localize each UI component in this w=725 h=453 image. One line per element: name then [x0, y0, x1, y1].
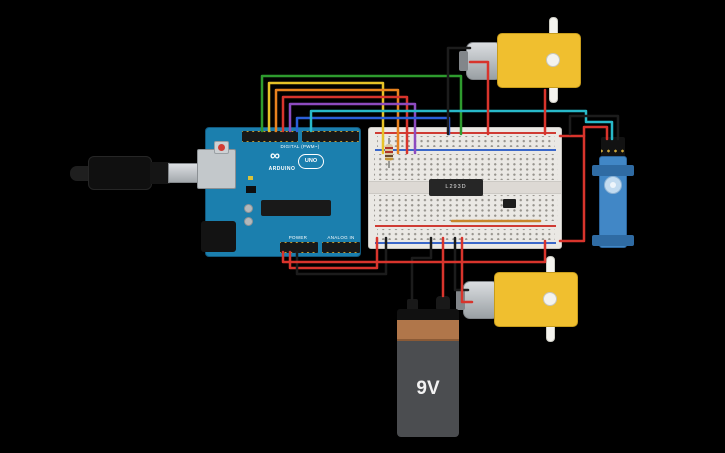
arduino-infinity-logo: ∞: [270, 147, 280, 163]
digital-header-low[interactable]: [302, 131, 359, 142]
positive-rail-line-top: [375, 132, 556, 134]
dc-motor-top-cap: [459, 51, 468, 71]
servo-flange-top: [592, 165, 634, 176]
transistor[interactable]: [503, 199, 516, 208]
wire-digital-to-breadboard-blue[interactable]: [295, 116, 451, 136]
resistor[interactable]: [384, 138, 394, 168]
dc-motor-bottom-cap: [456, 290, 465, 310]
wire-motor1-lead-red[interactable]: [468, 60, 490, 136]
resistor-band: [385, 155, 393, 157]
dc-motor-top-hub: [546, 53, 560, 67]
terminal-block-top[interactable]: [374, 154, 558, 180]
wire-digital-to-breadboard-green[interactable]: [260, 74, 463, 136]
servo-connector[interactable]: [601, 137, 625, 157]
negative-rail-line-bottom: [375, 242, 556, 244]
wire-servo-ground-black[interactable]: [568, 114, 620, 141]
resistor-band: [385, 151, 393, 153]
analog-header[interactable]: [322, 242, 360, 253]
servo-shaft: [610, 182, 616, 188]
analog-pins-label: ANALOG IN: [327, 235, 355, 240]
resistor-band: [385, 147, 393, 149]
arduino-brand-label: ARDUINO: [268, 166, 296, 172]
wire-digital-to-breadboard-purple[interactable]: [288, 102, 417, 155]
dc-motor-bottom-hub: [543, 292, 557, 306]
wire-bottom-bus-red[interactable]: [281, 239, 547, 264]
breadboard[interactable]: L293D: [368, 127, 562, 249]
atmega-microcontroller: [261, 200, 331, 216]
smd-component: [246, 186, 256, 193]
dc-motor-top[interactable]: [497, 33, 581, 88]
capacitor: [244, 217, 253, 226]
l293d-driver-chip[interactable]: L293D: [429, 179, 483, 196]
battery-positive-terminal: [436, 296, 450, 312]
servo-flange-bottom: [592, 235, 634, 246]
wire-motor2-lead-red[interactable]: [460, 236, 474, 304]
power-rail-top[interactable]: [377, 136, 555, 147]
digital-header-high[interactable]: [242, 131, 298, 142]
power-rail-bottom[interactable]: [377, 229, 555, 240]
wire-digital-to-breadboard-red[interactable]: [281, 95, 409, 155]
arduino-model-badge: UNO: [298, 154, 324, 169]
battery-negative-terminal: [407, 299, 418, 312]
capacitor: [244, 204, 253, 213]
dc-motor-bottom[interactable]: [494, 272, 578, 327]
wire-arduino-5v-red[interactable]: [288, 236, 379, 270]
wire-motor1-lead-black[interactable]: [446, 46, 472, 136]
dc-motor-bottom-can: [463, 281, 499, 319]
digital-pins-label: DIGITAL (PWM~): [280, 144, 320, 149]
arduino-power-jack: [201, 221, 236, 252]
usb-plug-neck: [150, 162, 170, 184]
battery-top-cap: [397, 309, 459, 320]
power-pins-label: POWER: [288, 235, 308, 240]
negative-rail-line-top: [375, 149, 556, 151]
reset-button[interactable]: [218, 144, 225, 151]
wire-digital-to-breadboard-orange[interactable]: [274, 88, 400, 155]
battery-9v[interactable]: 9V: [397, 341, 459, 437]
power-header[interactable]: [280, 242, 318, 253]
positive-rail-line-bottom: [375, 225, 556, 227]
resistor-band: [385, 158, 393, 160]
wire-battery-negative-black[interactable]: [410, 236, 433, 301]
wire-motor2-lead-black[interactable]: [453, 236, 470, 292]
onboard-led: [248, 176, 253, 180]
wire-rail-link-red[interactable]: [558, 134, 586, 243]
battery-copper-band: [397, 320, 459, 341]
wire-servo-power-red[interactable]: [582, 125, 609, 141]
terminal-block-bottom[interactable]: [374, 195, 558, 221]
